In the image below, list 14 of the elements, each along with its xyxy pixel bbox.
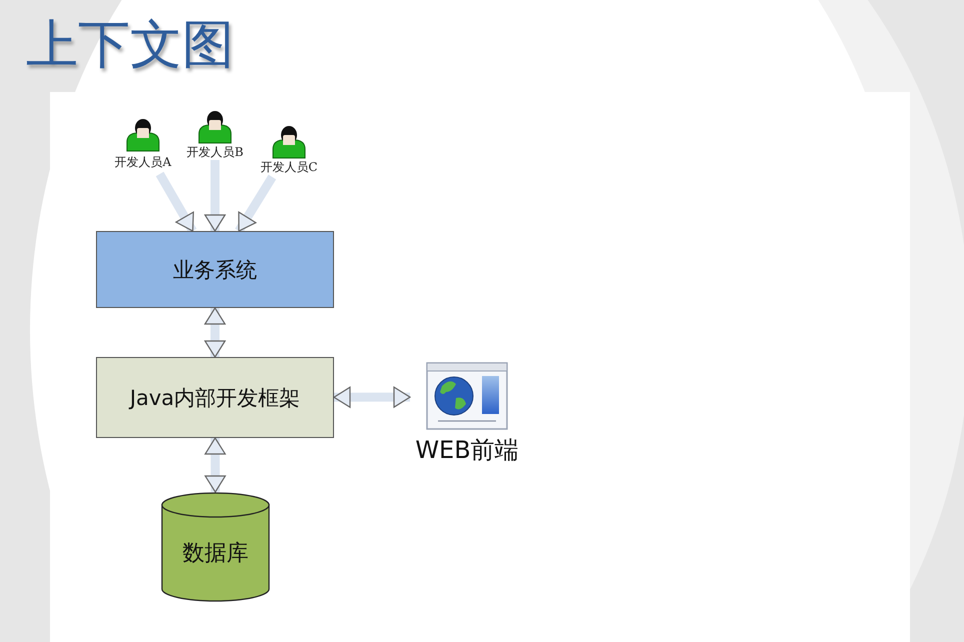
person-label: 开发人员C: [259, 159, 319, 176]
block-arrow: [333, 386, 411, 408]
block-arrow: [204, 437, 226, 493]
block-arrow: [235, 174, 276, 234]
block-arrow: [204, 307, 226, 358]
process-box: 业务系统: [96, 231, 334, 308]
title: 上下文图: [26, 14, 234, 77]
person-label: 开发人员B: [186, 144, 244, 161]
person-label: 开发人员A: [114, 154, 172, 171]
block-arrow: [204, 160, 226, 232]
block-arrow: [156, 172, 197, 234]
process-box: Java内部开发框架: [96, 357, 334, 438]
database-label: 数据库: [182, 540, 250, 568]
browser-label: WEB前端: [414, 436, 520, 464]
